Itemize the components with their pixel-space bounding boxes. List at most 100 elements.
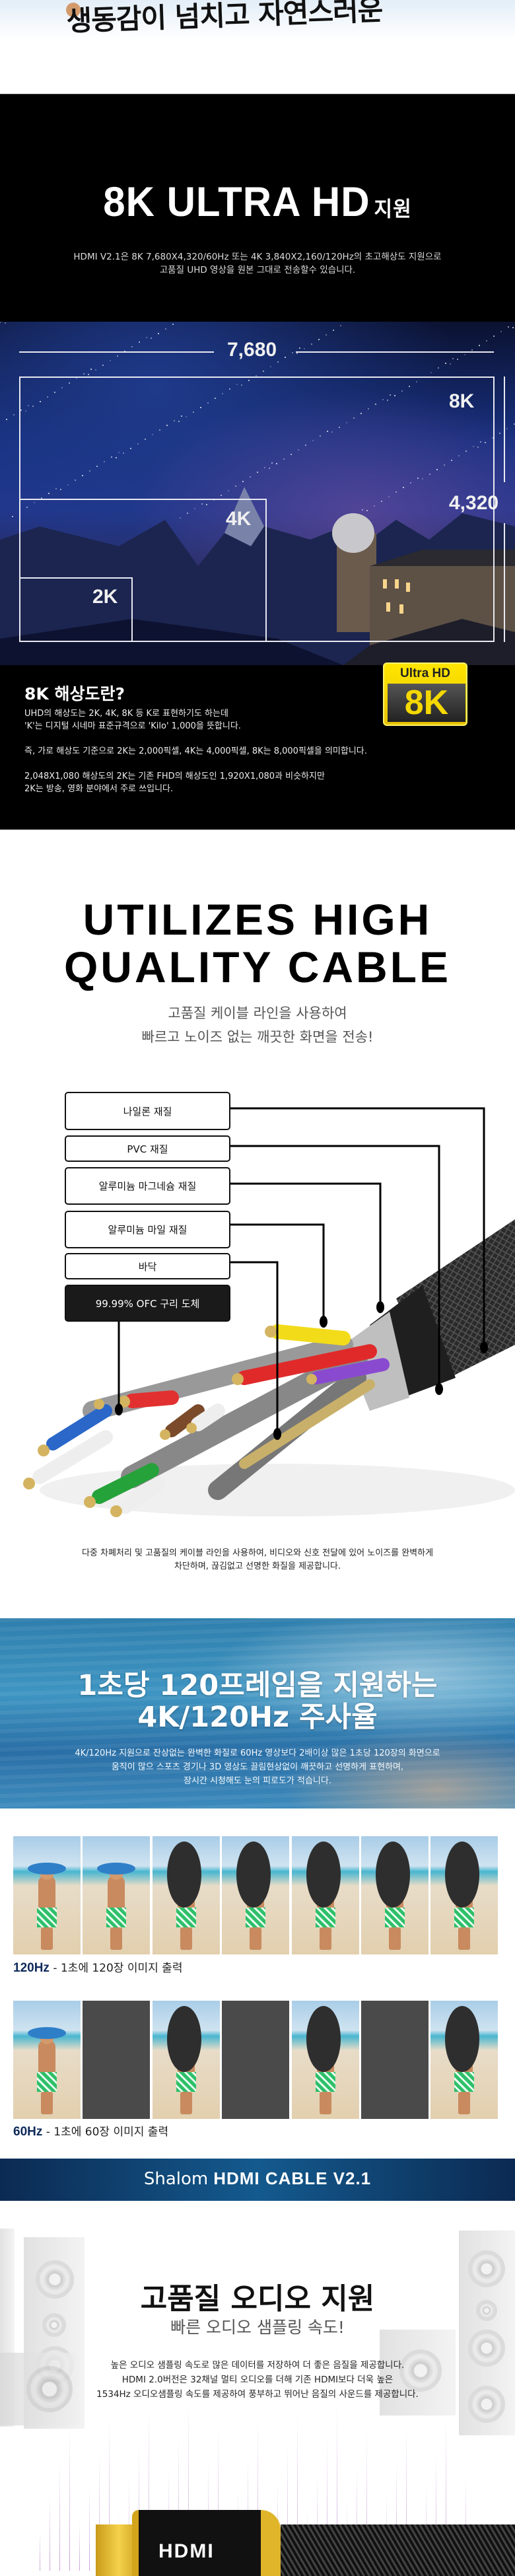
star: [34, 502, 35, 503]
speaker-right-1: [459, 2231, 515, 2435]
star: [339, 427, 340, 428]
star: [165, 328, 166, 330]
star: [146, 337, 147, 338]
star: [193, 411, 194, 413]
star: [215, 398, 216, 399]
hdmi-logo: HDMI: [158, 2540, 215, 2562]
star: [277, 361, 279, 363]
star: [40, 401, 41, 402]
height-line-bottom: [504, 523, 505, 642]
star: [331, 431, 333, 433]
star: [6, 419, 7, 420]
surfboard: [167, 1842, 201, 1908]
height-line-top: [504, 376, 505, 482]
star: [229, 388, 230, 390]
label-8k: 8K: [449, 390, 475, 412]
star: [457, 359, 458, 360]
width-line-left: [19, 351, 214, 353]
resolution-box-2k: [19, 577, 133, 642]
speaker-left-sub: [0, 2353, 79, 2425]
star: [430, 372, 432, 373]
star: [123, 452, 124, 454]
star: [89, 470, 90, 472]
callout-lines: [118, 1107, 485, 1434]
star: [145, 439, 146, 440]
cable-subtitle-line: 고품질 케이블 라인을 사용하여: [168, 1005, 347, 1021]
star: [28, 405, 29, 406]
kid-shorts: [176, 1908, 196, 1927]
label-60hz-strong: 60Hz: [13, 2125, 43, 2139]
height-label: 4,320: [449, 492, 499, 514]
dropped-frame: [222, 2001, 289, 2119]
explanation-line: 2,048X1,080 해상도의 2K는 기존 FHD의 해상도인 1,920X…: [24, 771, 325, 781]
kid-legs: [320, 2092, 331, 2114]
star: [159, 429, 160, 431]
star: [327, 431, 328, 432]
star: [291, 454, 292, 455]
star: [409, 386, 410, 387]
sound-wave-line: [396, 2460, 397, 2571]
kid-shorts: [176, 2072, 196, 2092]
label-4k: 4K: [226, 508, 252, 530]
sound-wave-line: [178, 2437, 179, 2571]
star: [388, 496, 390, 497]
star: [394, 395, 395, 396]
star: [270, 366, 271, 367]
star: [102, 365, 104, 366]
star: [104, 461, 105, 462]
star: [500, 331, 502, 332]
resolution-box-4k: [19, 499, 267, 642]
star: [422, 478, 423, 480]
kid-legs: [320, 1927, 331, 1950]
surfboard: [97, 1863, 135, 1875]
star: [492, 437, 493, 439]
callout-dots: [115, 1301, 488, 1440]
video-frame: [153, 1836, 220, 1954]
star: [285, 357, 286, 358]
star: [256, 375, 257, 376]
kid-shorts: [37, 2072, 57, 2092]
kid-legs: [110, 1927, 122, 1950]
star: [178, 421, 180, 422]
desc-line: 높은 오디오 샘플링 속도로 많은 데이터를 저장하여 더 좋은 음질을 제공합…: [110, 2360, 405, 2371]
kid-legs: [250, 1927, 261, 1950]
video-frame: [430, 1836, 498, 1954]
dropped-frame: [83, 2001, 150, 2119]
star: [96, 466, 98, 467]
star: [200, 407, 201, 408]
kid-legs: [180, 1927, 192, 1950]
kid-shorts: [316, 1908, 335, 1927]
star: [445, 363, 446, 364]
dropped-frame: [361, 2001, 429, 2119]
product-title: HDMI CABLE V2.1: [213, 2168, 372, 2188]
video-frame: [292, 1836, 359, 1954]
kid-shorts: [454, 2072, 474, 2092]
star: [450, 363, 451, 365]
speaker-right-sub: [380, 2330, 456, 2415]
sound-wave-line: [69, 2426, 70, 2571]
star: [116, 457, 117, 458]
sound-wave-line: [218, 2429, 219, 2571]
star: [194, 508, 195, 509]
star: [271, 462, 273, 464]
star: [360, 413, 362, 414]
star: [60, 489, 61, 490]
title-line: 4K/120Hz 주사율: [137, 1701, 378, 1734]
star: [374, 505, 375, 507]
star: [248, 380, 250, 381]
star: [82, 475, 83, 476]
star: [479, 345, 480, 346]
video-frame: [222, 1836, 289, 1954]
ultra-hd-8k-badge: Ultra HD 8K: [383, 662, 467, 726]
star: [292, 352, 293, 353]
audio-subtitle: 빠른 오디오 샘플링 속도!: [170, 2318, 345, 2337]
video-frame: [13, 2001, 81, 2119]
refresh-rate-section: 1초당 120프레임을 지원하는 4K/120Hz 주사율 4K/120Hz 지…: [0, 1618, 515, 1808]
explanation-line: UHD의 해상도는 2K, 4K, 8K 등 K로 표현하기도 하는데: [24, 709, 228, 719]
label-2k: 2K: [92, 586, 118, 608]
layer-label-ofc-copper: 99.99% OFC 구리 도체: [65, 1285, 230, 1322]
audio-description: 높은 오디오 샘플링 속도로 많은 데이터를 저장하여 더 좋은 음질을 제공합…: [0, 2358, 515, 2402]
star: [333, 330, 334, 331]
cable-caption: 다중 차폐처리 및 고품질의 케이블 라인을 사용하여, 비디오와 신호 전달에…: [0, 1547, 515, 1573]
resolution-explanation: UHD의 해상도는 2K, 4K, 8K 등 K로 표현하기도 하는데 'K'는…: [24, 707, 367, 795]
